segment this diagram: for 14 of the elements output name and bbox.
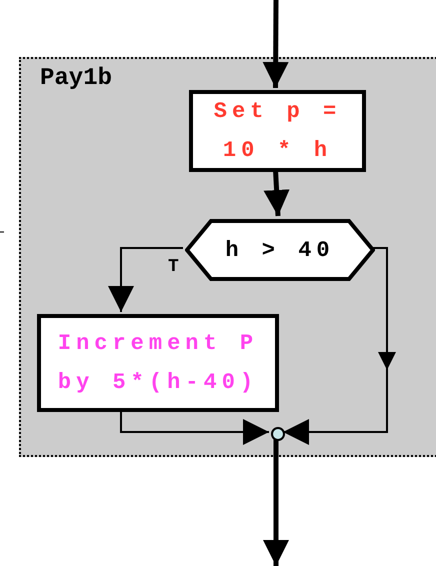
group-title: Pay1b: [40, 67, 112, 91]
process-box: [37, 314, 279, 412]
arrow: [263, 439, 289, 566]
decision-hexagon: [185, 218, 375, 282]
arrow: [262, 0, 289, 88]
box-text: h > 40: [225, 236, 335, 264]
process-box: [189, 90, 366, 172]
arrow: [120, 410, 269, 445]
box-text: Set p = 10 * h: [212, 98, 342, 165]
box-text: Increment P by 5*(h-40): [56, 330, 260, 397]
arrow: [108, 247, 183, 312]
group-panel: [19, 57, 436, 457]
arrow: [283, 247, 396, 445]
arrow: [264, 170, 290, 216]
